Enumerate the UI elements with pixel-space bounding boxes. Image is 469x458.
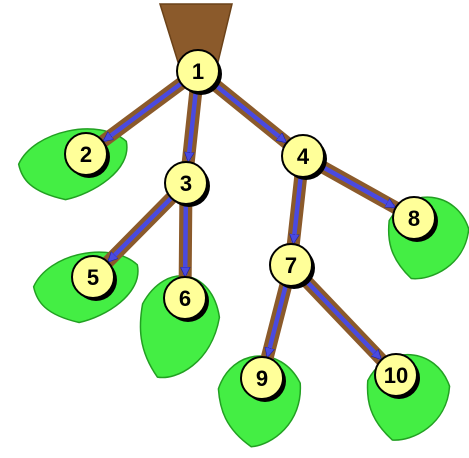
node-label: 6 bbox=[179, 286, 191, 311]
node-circle bbox=[164, 161, 208, 205]
node-circle bbox=[163, 276, 207, 320]
node-label: 9 bbox=[256, 366, 268, 391]
edge-3-5 bbox=[109, 196, 173, 261]
tree-node-1: 1 bbox=[176, 49, 222, 95]
edges-layer bbox=[104, 81, 394, 359]
node-circle bbox=[71, 255, 115, 299]
node-label: 5 bbox=[87, 265, 99, 290]
node-circle bbox=[64, 132, 108, 176]
tree-node-4: 4 bbox=[281, 134, 327, 180]
tree-node-5: 5 bbox=[71, 255, 117, 301]
node-label: 7 bbox=[285, 253, 297, 278]
edge-4-8 bbox=[320, 164, 394, 209]
node-label: 1 bbox=[192, 59, 204, 84]
tree-node-10: 10 bbox=[374, 353, 420, 399]
edge-4-7 bbox=[294, 176, 303, 242]
node-circle bbox=[281, 134, 325, 178]
node-circle bbox=[269, 243, 313, 287]
edge-1-3 bbox=[188, 91, 198, 160]
node-label: 4 bbox=[297, 144, 310, 169]
node-circle bbox=[374, 353, 418, 397]
edge-1-2 bbox=[104, 81, 183, 143]
edge-1-4 bbox=[212, 82, 285, 144]
node-label: 2 bbox=[80, 142, 92, 167]
tree-node-3: 3 bbox=[164, 161, 210, 207]
node-circle bbox=[176, 49, 220, 93]
node-label: 3 bbox=[180, 171, 192, 196]
node-circle bbox=[392, 196, 436, 240]
tree-node-6: 6 bbox=[163, 276, 209, 322]
tree-node-8: 8 bbox=[392, 196, 438, 242]
tree-node-9: 9 bbox=[240, 356, 286, 402]
node-label: 8 bbox=[408, 206, 420, 231]
nodes-layer: 1 2 3 4 5 6 7 8 9 10 bbox=[64, 49, 438, 402]
node-circle bbox=[240, 356, 284, 400]
node-label: 10 bbox=[384, 363, 408, 388]
tree-node-2: 2 bbox=[64, 132, 110, 178]
edge-7-9 bbox=[268, 284, 288, 355]
tree-node-7: 7 bbox=[269, 243, 315, 289]
edge-7-10 bbox=[303, 278, 381, 358]
edge-3-6 bbox=[185, 203, 186, 275]
